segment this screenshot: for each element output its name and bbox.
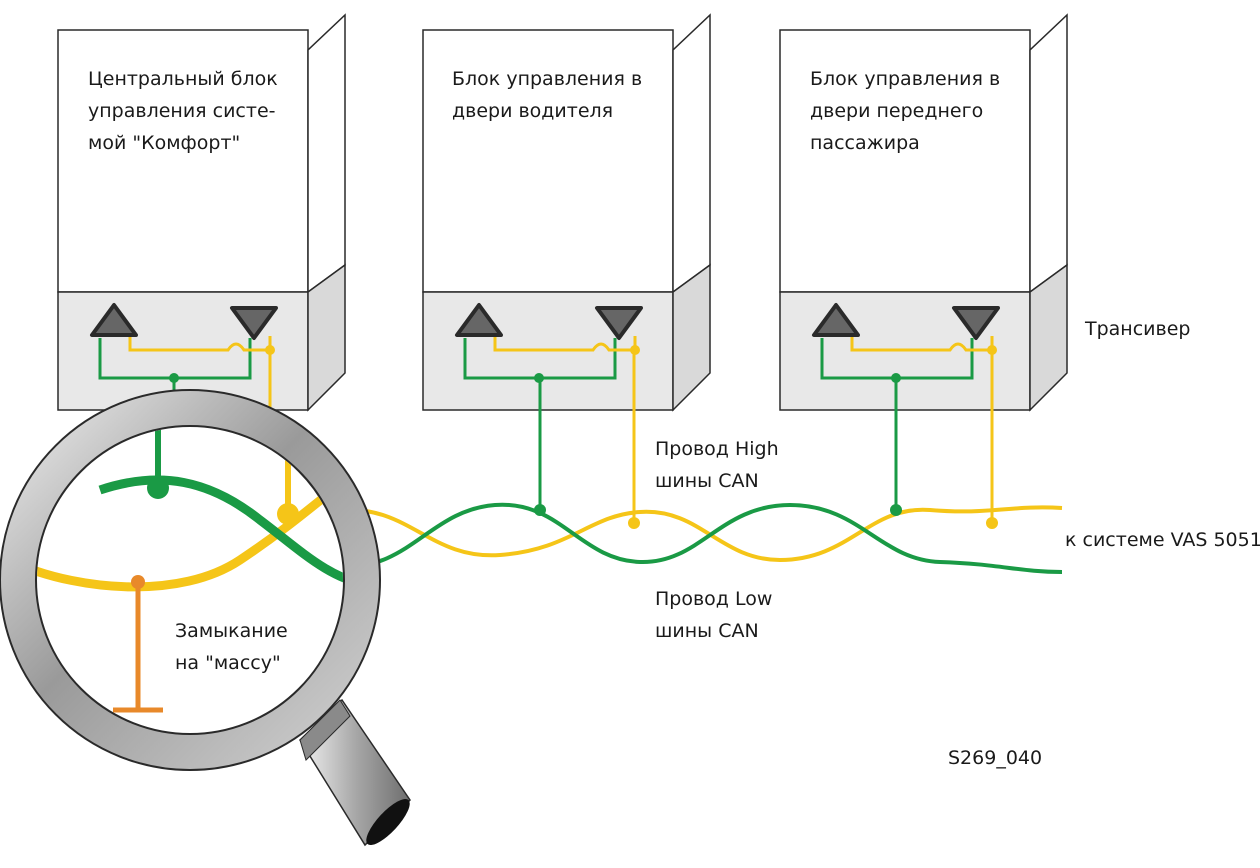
triangle-down-icon [230, 306, 278, 340]
can-high-wire [339, 505, 1063, 563]
junction-driver-low [534, 504, 546, 516]
can-bus-wires [172, 350, 1063, 574]
transceiver-passenger [812, 303, 1000, 383]
triangle-up-icon [90, 303, 138, 337]
transceiver-label: Трансивер [1085, 318, 1191, 340]
magnified-can-low [98, 475, 343, 590]
triangle-down-icon [595, 306, 643, 340]
triangle-up-icon [455, 303, 503, 337]
short-point [131, 575, 145, 589]
short-circuit-label: Замыкание на "массу" [175, 620, 288, 674]
figure-code: S269_040 [948, 747, 1043, 769]
unit-label-driver: Блок управления в двери водителя [452, 68, 643, 122]
unit-label-central: Центральный блок управления систе- мой "… [88, 68, 278, 154]
magnifier-rim [0, 390, 380, 770]
can-low-label: Провод Low шины CAN [655, 588, 773, 642]
can-low-wire [339, 502, 1063, 574]
to-vas-label: к системе VAS 5051 [1065, 529, 1260, 551]
internal-high-wire [493, 336, 637, 352]
internal-high-wire [850, 336, 994, 352]
magnifier-handle [299, 698, 411, 847]
magnifier [0, 389, 411, 847]
can-high-label: Провод High шины CAN [655, 438, 779, 492]
internal-high-wire [128, 336, 272, 352]
junction-driver-high [628, 517, 640, 529]
junction-passenger-high [986, 517, 998, 529]
junction-passenger-low [890, 504, 902, 516]
triangle-up-icon [812, 303, 860, 337]
triangle-down-icon [952, 306, 1000, 340]
unit-label-passenger: Блок управления в двери переднего пассаж… [810, 68, 1001, 154]
